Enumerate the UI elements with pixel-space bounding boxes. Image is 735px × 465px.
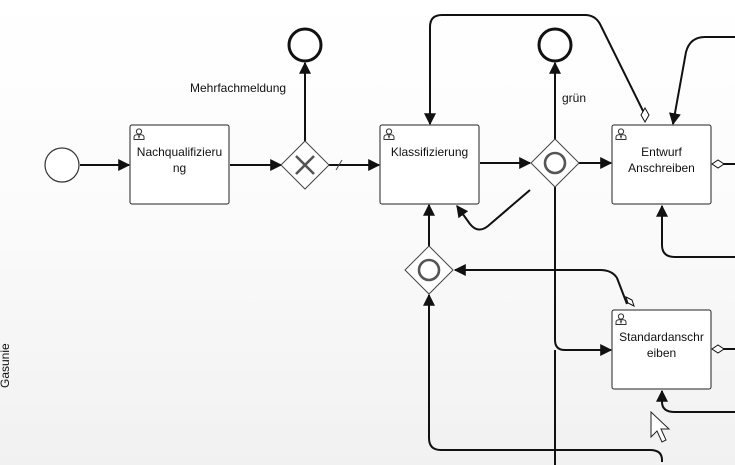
task-klassifizierung[interactable]: Klassifizierung xyxy=(379,124,480,205)
start-event[interactable] xyxy=(44,147,80,183)
task-entwurf-anschreiben[interactable]: Entwurf Anschreiben xyxy=(611,124,712,205)
flow-standard-to-or-lower[interactable] xyxy=(453,264,628,305)
end-event-mehrfachmeldung[interactable] xyxy=(287,27,323,63)
task-label-line2: ng xyxy=(173,161,186,175)
flow-bottom-to-standard[interactable] xyxy=(656,389,735,413)
flow-right-to-entwurf[interactable] xyxy=(669,36,735,126)
label-gruen: grün xyxy=(562,91,586,105)
task-label-line2: eiben xyxy=(647,346,676,360)
task-label-line1: Standardanschr xyxy=(619,330,704,344)
task-nachqualifizierung[interactable]: Nachqualifizieru ng xyxy=(129,124,230,205)
conditional-flow-marker xyxy=(711,159,725,169)
sequence-flows xyxy=(80,14,735,465)
or-gateway-lower[interactable] xyxy=(404,245,454,295)
mouse-cursor-icon xyxy=(650,410,671,443)
end-event-gruen[interactable] xyxy=(537,27,573,63)
lane-label: Gasunie xyxy=(0,343,12,388)
conditional-flow-marker xyxy=(625,296,635,307)
circle-icon xyxy=(543,151,567,175)
or-gateway-main[interactable] xyxy=(530,138,580,188)
conditional-flow-marker xyxy=(711,344,725,354)
conditional-flow-marker xyxy=(640,106,650,124)
task-label-line1: Klassifizierung xyxy=(391,145,468,159)
flow-bottom-to-entwurf[interactable] xyxy=(656,204,735,258)
xor-gateway[interactable] xyxy=(280,140,330,190)
task-label-line1: Entwurf xyxy=(641,145,682,159)
flow-top-loop-to-klassifizierung[interactable] xyxy=(424,14,646,126)
task-label-line2: Anschreiben xyxy=(628,161,695,175)
flow-bottom-to-or-lower[interactable] xyxy=(423,293,663,462)
flow-or-down-to-standard[interactable] xyxy=(554,187,613,356)
task-label-line1: Nachqualifizieru xyxy=(137,145,222,159)
default-flow-marker xyxy=(335,159,343,171)
circle-icon xyxy=(417,258,441,282)
label-mehrfachmeldung: Mehrfachmeldung xyxy=(190,81,286,95)
task-standardanschreiben[interactable]: Standardanschr eiben xyxy=(611,309,712,390)
x-icon xyxy=(295,155,315,175)
flow-or-back-to-klassifizierung[interactable] xyxy=(456,189,531,231)
